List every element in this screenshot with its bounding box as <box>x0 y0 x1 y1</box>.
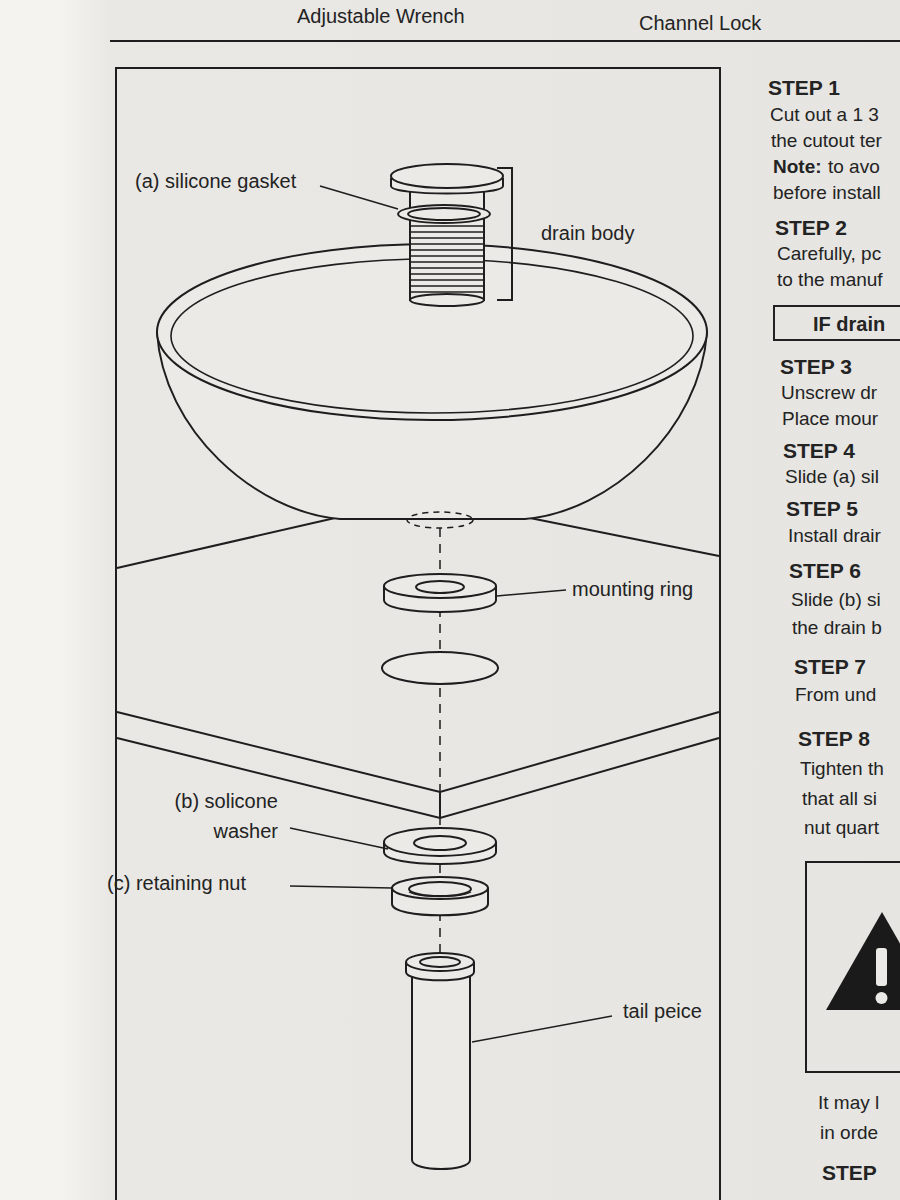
step-text: nut quart <box>804 815 879 841</box>
step-text: Slide (b) si <box>791 587 881 613</box>
step-text: Place mour <box>782 406 878 432</box>
diagram-frame <box>116 68 720 1200</box>
silicone-washer <box>384 828 496 864</box>
step-heading: STEP 3 <box>780 354 852 380</box>
step-text: the drain b <box>792 615 882 641</box>
step-heading: STEP 5 <box>786 496 858 522</box>
condition-text: IF drain <box>775 307 900 337</box>
counter-front <box>117 712 719 792</box>
warning-box <box>806 862 900 1072</box>
part-label: (a) silicone gasket <box>135 168 296 194</box>
tail-piece <box>406 953 474 1169</box>
step-heading: STEP 7 <box>794 654 866 680</box>
drain-body <box>391 164 503 306</box>
step-text: Install drair <box>788 523 881 549</box>
mounting-ring <box>384 574 496 612</box>
step-text: Cut out a 1 3 <box>770 102 879 128</box>
part-label: drain body <box>541 220 634 246</box>
step-text: Tighten th <box>800 756 884 782</box>
counter-edge <box>530 518 719 556</box>
part-label: tail peice <box>623 998 702 1024</box>
step-text: Carefully, pc <box>777 241 881 267</box>
counter-corner <box>439 792 441 818</box>
step-text: in orde <box>820 1120 878 1146</box>
part-label: mounting ring <box>572 576 693 602</box>
step-text: to the manuf <box>777 267 883 293</box>
leader-line <box>497 590 566 596</box>
vessel-bowl <box>157 244 707 519</box>
step-text: the cutout ter <box>771 128 882 154</box>
header-rule <box>110 40 900 42</box>
step-heading: STEP 2 <box>775 215 847 241</box>
step-heading: STEP 4 <box>783 438 855 464</box>
bracket <box>497 168 512 300</box>
step-heading: STEP 1 <box>768 75 840 101</box>
counter-hole <box>382 652 498 684</box>
leader-line <box>290 886 392 888</box>
header-text: Channel Lock <box>639 10 761 36</box>
leader-line <box>472 1016 612 1042</box>
step-heading: STEP 6 <box>789 558 861 584</box>
step-text: It may l <box>818 1090 879 1116</box>
step-text: that all si <box>802 786 877 812</box>
retaining-nut <box>392 877 488 915</box>
part-label: (b) solicone washer <box>128 786 278 846</box>
leader-line <box>290 828 388 849</box>
step-text: From und <box>795 682 876 708</box>
step-text: Slide (a) sil <box>785 464 879 490</box>
step-text: Unscrew dr <box>781 380 877 406</box>
header-text: Adjustable Wrench <box>297 3 465 29</box>
step-text: before install <box>773 180 881 206</box>
step-heading: STEP <box>822 1160 877 1186</box>
step-note: Note: <box>773 154 822 180</box>
part-label: (c) retaining nut <box>107 870 246 896</box>
step-text: to avo <box>828 154 880 180</box>
counter-edge <box>117 518 335 568</box>
step-heading: STEP 8 <box>798 726 870 752</box>
drain-hole <box>407 512 473 528</box>
leader-line <box>320 186 398 209</box>
condition-box: IF drain <box>773 305 900 341</box>
